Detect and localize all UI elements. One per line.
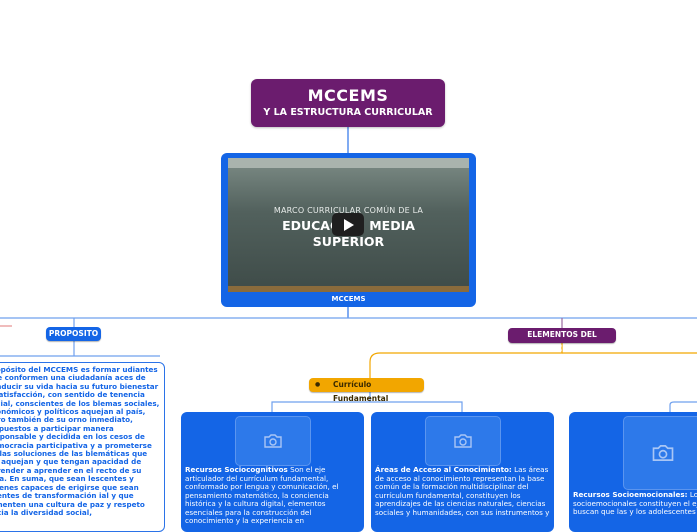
connector-lines <box>0 127 697 412</box>
card-3-heading: Recursos Socioemocionales: <box>573 490 688 499</box>
video-caption: MCCEMS <box>331 295 366 303</box>
video-title-line3: SUPERIOR <box>312 234 385 249</box>
curriculo-fundamental-node[interactable]: ● Currículo Fundamental <box>309 378 424 403</box>
card-recursos-sociocognitivos[interactable]: Recursos Sociocognitivos Son el eje arti… <box>181 412 364 532</box>
curriculo-label: Currículo Fundamental <box>333 380 389 403</box>
video-node[interactable]: MARCO CURRICULAR COMÚN DE LA EDUCACIÓN M… <box>221 153 476 307</box>
branch-proposito[interactable]: PROPOSITO <box>46 327 101 341</box>
camera-icon <box>623 416 697 490</box>
proposito-text-box[interactable]: propósito del MCCEMS es formar udiantes … <box>0 362 165 532</box>
card-2-body: Las áreas de acceso al conocimiento repr… <box>375 465 550 517</box>
card-areas-acceso-conocimiento[interactable]: Áreas de Acceso al Conocimiento: Las áre… <box>371 412 554 532</box>
play-icon[interactable] <box>332 213 364 236</box>
card-1-text: Recursos Sociocognitivos Son el eje arti… <box>185 465 361 526</box>
card-2-text: Áreas de Acceso al Conocimiento: Las áre… <box>375 465 551 517</box>
camera-icon <box>425 416 501 466</box>
card-1-heading: Recursos Sociocognitivos <box>185 465 288 474</box>
video-thumbnail[interactable]: MARCO CURRICULAR COMÚN DE LA EDUCACIÓN M… <box>228 158 469 292</box>
branch-elementos[interactable]: ELEMENTOS DEL MCCEMS <box>508 328 616 353</box>
video-title-line1: MARCO CURRICULAR COMÚN DE LA <box>273 206 424 215</box>
title-main: MCCEMS <box>307 86 389 105</box>
card-3-text: Recursos Socioemocionales: Los recursos … <box>573 490 697 517</box>
card-1-body: Son el eje articulador del currículum fu… <box>185 465 339 525</box>
camera-icon <box>235 416 311 466</box>
proposito-text: propósito del MCCEMS es formar udiantes … <box>0 365 160 517</box>
card-recursos-socioemocionales[interactable]: Recursos Socioemocionales: Los recursos … <box>569 412 697 532</box>
bullet-icon: ● <box>315 381 321 388</box>
title-node[interactable]: MCCEMS Y LA ESTRUCTURA CURRICULAR <box>251 79 445 127</box>
card-3-body: Los recursos socioemocionales constituye… <box>573 490 697 516</box>
card-2-heading: Áreas de Acceso al Conocimiento: <box>375 465 512 474</box>
title-subtitle: Y LA ESTRUCTURA CURRICULAR <box>263 107 433 118</box>
